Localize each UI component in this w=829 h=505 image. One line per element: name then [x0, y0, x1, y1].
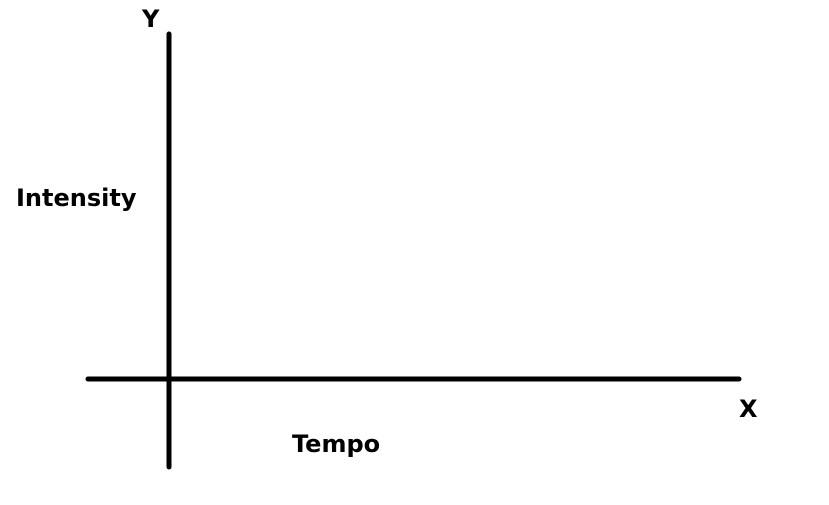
x-axis-letter: X: [739, 395, 758, 423]
y-axis-letter: Y: [142, 5, 160, 33]
x-axis-label: Tempo: [292, 430, 381, 458]
y-axis-label: Intensity: [16, 184, 137, 212]
